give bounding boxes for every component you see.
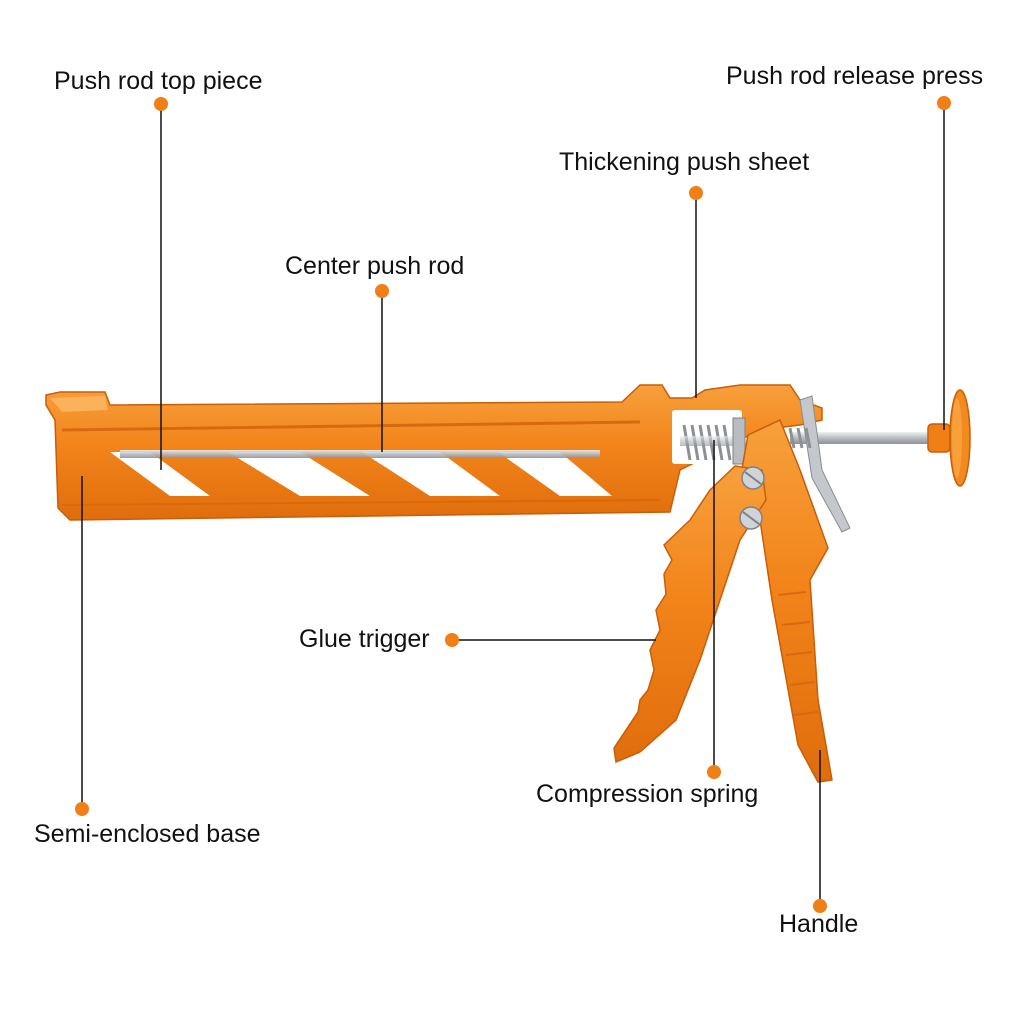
- label-glue-trigger: Glue trigger: [299, 627, 430, 652]
- label-center-push-rod: Center push rod: [285, 254, 464, 279]
- label-semi-enclosed-base: Semi-enclosed base: [34, 822, 261, 847]
- release-press-knob: [928, 390, 970, 486]
- label-push-rod-top-piece: Push rod top piece: [54, 69, 262, 94]
- label-push-rod-release-press: Push rod release press: [726, 64, 983, 89]
- callout-dot-push-rod-top-piece: [154, 97, 168, 111]
- callout-dot-center-push-rod: [375, 284, 389, 298]
- callout-dot-semi-enclosed-base: [75, 802, 89, 816]
- callout-dot-thickening-push-sheet: [689, 186, 703, 200]
- callout-dot-glue-trigger: [445, 633, 459, 647]
- callout-dot-compression-spring: [707, 765, 721, 779]
- thickening-push-sheet: [733, 418, 745, 464]
- label-handle: Handle: [779, 912, 858, 937]
- label-compression-spring: Compression spring: [536, 782, 758, 807]
- callout-dot-push-rod-release-press: [937, 96, 951, 110]
- label-thickening-push-sheet: Thickening push sheet: [559, 150, 809, 175]
